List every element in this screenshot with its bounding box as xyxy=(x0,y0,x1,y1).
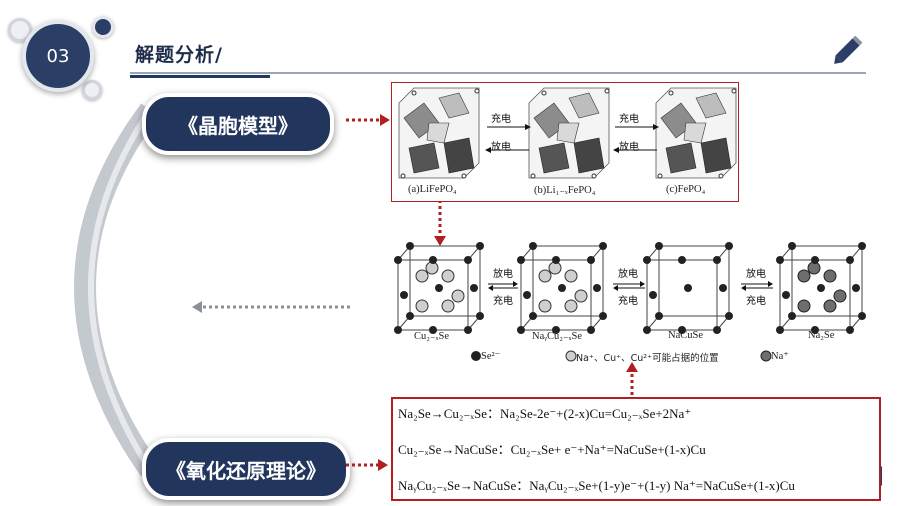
top-discharge-label-2: 放电 xyxy=(619,142,639,153)
top-label-b: (b)Li₁₋ₓFePO₄ xyxy=(534,185,596,196)
top-label-a: (a)LiFePO₄ xyxy=(408,184,457,195)
equations-panel: Na₂Se→Cu₂₋ₓSe：Na₂Se-2e⁻+(2-x)Cu=Cu₂₋ₓSe+… xyxy=(391,397,881,501)
mid-discharge-label-3: 放电 xyxy=(746,269,766,280)
header-accent xyxy=(130,75,270,78)
legend-se: Se²⁻ xyxy=(481,351,501,362)
lifepo4-structures xyxy=(398,87,737,179)
mid-label-na2se: Na₂Se xyxy=(808,330,835,341)
nacuse-structures xyxy=(393,241,867,335)
mid-charge-label-3: 充电 xyxy=(746,296,766,307)
top-charge-label-1: 充电 xyxy=(491,114,511,125)
equation-3: NaᵧCu₂₋ₓSe→NaCuSe：NaᵧCu₂₋ₓSe+(1-y)e⁻+(1-… xyxy=(398,478,795,493)
mid-charge-label-1: 充电 xyxy=(493,296,513,307)
equation-2: Cu₂₋ₓSe→NaCuSe：Cu₂₋ₓSe+ e⁻+Na⁺=NaCuSe+(1… xyxy=(398,442,706,457)
mid-label-naycu2xse: NaᵧCu₂₋ₓSe xyxy=(532,331,583,342)
top-charge-label-2: 充电 xyxy=(619,114,639,125)
header-divider xyxy=(130,72,866,74)
legend-sites: Na⁺、Cu⁺、Cu²⁺可能占据的位置 xyxy=(576,353,719,364)
equation-1: Na₂Se→Cu₂₋ₓSe：Na₂Se-2e⁻+(2-x)Cu=Cu₂₋ₓSe+… xyxy=(398,406,692,421)
mid-discharge-label-2: 放电 xyxy=(618,269,638,280)
top-label-c: (c)FePO₄ xyxy=(666,184,706,195)
legend-markers xyxy=(471,350,772,362)
mid-label-nacuse: NaCuSe xyxy=(668,330,703,341)
bubble-decor xyxy=(82,80,102,100)
pencil-icon xyxy=(834,35,863,64)
mid-discharge-label-1: 放电 xyxy=(493,269,513,280)
page-title: 解题分析/ xyxy=(135,44,223,66)
crystal-model-pill[interactable]: 《晶胞模型》 xyxy=(142,93,334,155)
mid-label-cu2xse: Cu₂₋ₓSe xyxy=(414,331,450,342)
top-discharge-label-1: 放电 xyxy=(491,142,511,153)
legend-na: Na⁺ xyxy=(771,351,789,362)
section-number-badge: 03 xyxy=(22,20,94,92)
mid-charge-label-2: 充电 xyxy=(618,296,638,307)
bubble-decor xyxy=(92,16,114,38)
redox-theory-pill[interactable]: 《氧化还原理论》 xyxy=(142,438,350,500)
